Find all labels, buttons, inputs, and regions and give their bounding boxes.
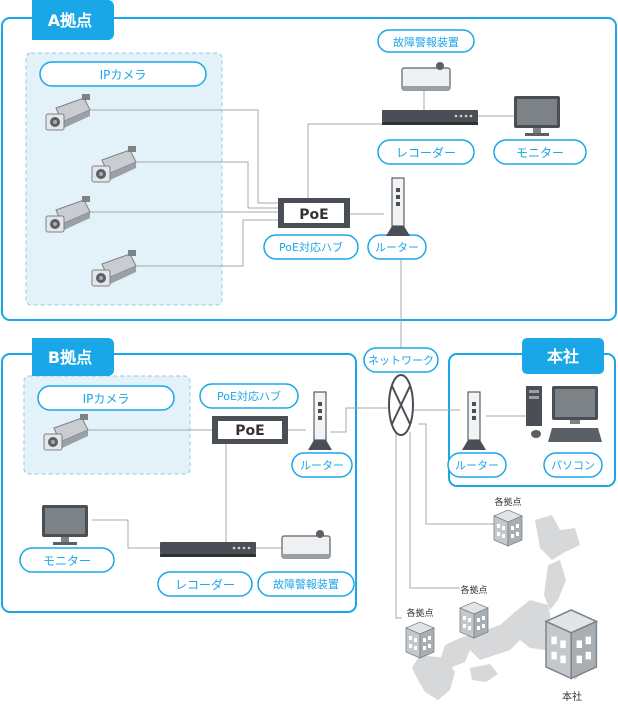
recorder-icon — [160, 542, 256, 557]
hq-title: 本社 — [547, 347, 579, 366]
building-icon — [459, 601, 489, 639]
recorder-icon — [382, 110, 478, 125]
site-a-poe-hub: PoE — [278, 198, 350, 228]
hq-router-label: ルーター — [455, 459, 499, 472]
site-b-monitor-label: モニター — [43, 554, 91, 568]
site-a-ip-camera-label: IPカメラ — [100, 68, 147, 82]
site-a-router-label: ルーター — [375, 241, 419, 254]
site-b-title-tab — [32, 338, 114, 376]
branch-label: 各拠点 — [406, 607, 433, 619]
site-a-monitor-label: モニター — [516, 146, 564, 160]
building-icon — [405, 621, 435, 659]
site-a-poe-label: PoE — [299, 207, 328, 223]
headquarters-label: 本社 — [562, 690, 582, 703]
site-b-recorder-label: レコーダー — [175, 577, 235, 592]
site-b-poe-hub-label: PoE対応ハブ — [217, 389, 281, 403]
hq-pc-label: パソコン — [551, 459, 595, 472]
pill-labels: IPカメラ 故障警報装置 レコーダー モニター PoE対応ハブ ルーター IPカ… — [19, 29, 603, 597]
site-b-router-label: ルーター — [300, 459, 344, 472]
site-b-alarm-label: 故障警報装置 — [273, 577, 339, 591]
site-a-title-tab — [32, 0, 114, 40]
building-icon — [545, 609, 598, 680]
site-a-alarm-label: 故障警報装置 — [393, 35, 459, 49]
pc-icon — [526, 386, 602, 442]
site-b-ip-camera-label: IPカメラ — [83, 392, 130, 406]
network-icon — [388, 374, 414, 436]
site-b-title: B拠点 — [48, 348, 92, 367]
network-label: ネットワーク — [368, 354, 434, 367]
site-a-poe-hub-label: PoE対応ハブ — [279, 240, 343, 254]
site-a-title: A拠点 — [48, 11, 92, 30]
hq-title-tab — [522, 338, 604, 374]
branch-label: 各拠点 — [460, 584, 487, 596]
site-b-poe-hub: PoE — [212, 416, 288, 444]
building-icon — [493, 509, 523, 547]
site-b-poe-label: PoE — [235, 423, 264, 439]
site-a-recorder-label: レコーダー — [396, 145, 456, 160]
branch-label: 各拠点 — [494, 496, 521, 508]
